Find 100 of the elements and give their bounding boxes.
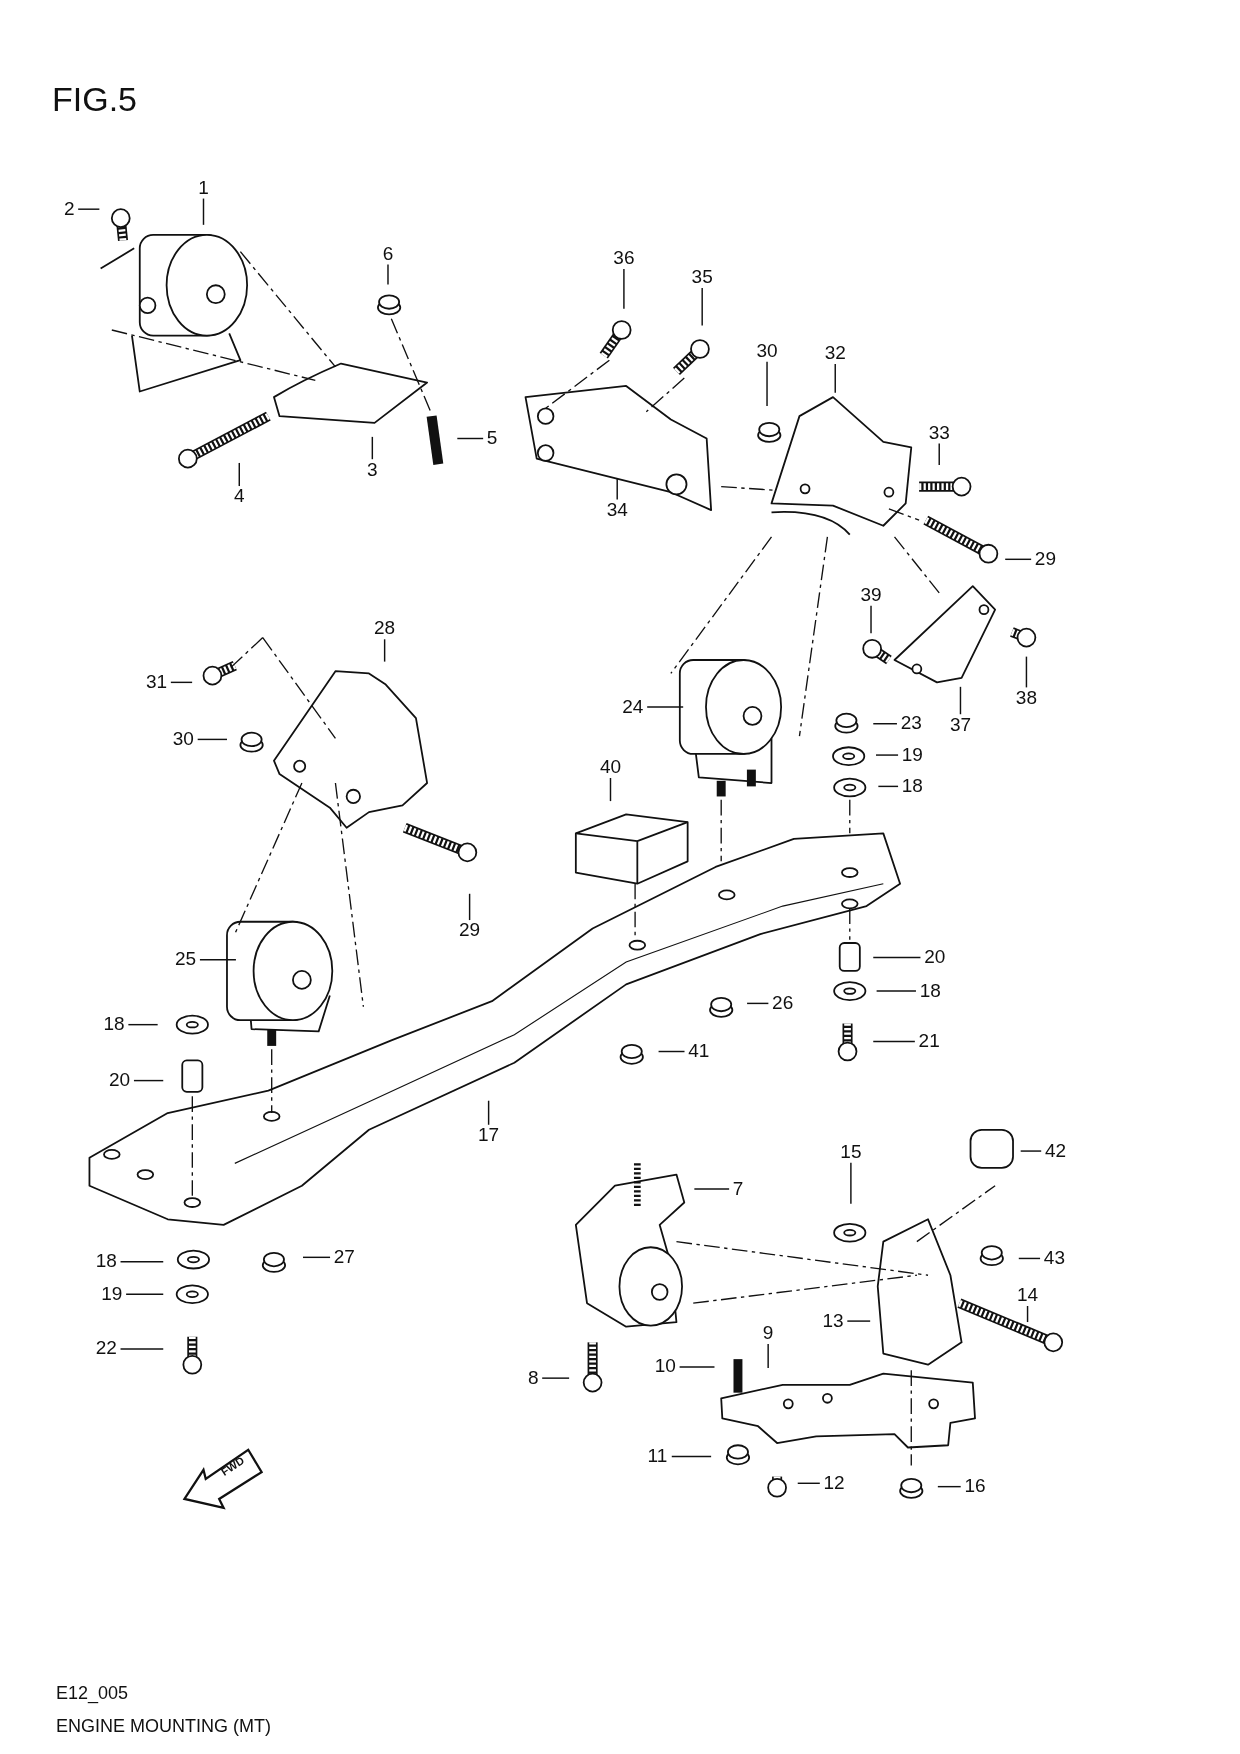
callout-number: 17 [477,1124,501,1145]
leader-line [872,1040,916,1043]
callout-number: 30 [171,729,195,750]
callout-number: 14 [1016,1284,1040,1305]
leader-line [196,738,228,741]
leader-line [678,1366,716,1368]
leader-line [133,1079,164,1082]
callout-number: 27 [332,1246,356,1267]
callout-number: 37 [948,714,973,735]
leader-line [199,959,237,961]
leader-line [77,208,101,210]
callout-number: 18 [900,776,924,797]
leader-line [870,605,872,634]
callout-number: 5 [485,428,499,449]
callout-number: 42 [1043,1140,1068,1161]
callout-number: 32 [823,343,847,364]
callout-number: 12 [822,1472,846,1493]
leader-line [238,462,240,487]
callout-number: 13 [821,1310,845,1331]
figure-caption: ENGINE MOUNTING (MT) [56,1716,271,1737]
callout-number: 22 [94,1338,118,1359]
leader-line [609,777,612,802]
leader-line [623,268,625,310]
leader-line [302,1256,331,1259]
callout-number: 20 [108,1070,132,1091]
leader-line [616,478,618,501]
callout-number: 8 [527,1367,540,1388]
leader-line [127,1023,159,1026]
callout-number: 18 [102,1014,126,1035]
leader-line [701,287,703,327]
leader-line [937,1485,962,1488]
callout-number: 21 [917,1030,941,1051]
callout-number: 9 [761,1322,775,1343]
callout-number: 28 [373,618,397,639]
leader-line [850,1162,852,1205]
leader-line [875,990,917,992]
figure-title: FIG.5 [52,80,138,119]
callout-number: 2 [63,199,76,220]
leader-line [872,956,922,959]
leader-line [541,1377,570,1379]
leader-line [1019,1150,1042,1152]
leader-line [938,442,940,466]
callout-number: 10 [653,1356,677,1377]
callout-number: 7 [731,1178,745,1199]
leader-line [834,363,836,394]
callout-number: 23 [899,713,923,734]
leader-line [797,1482,821,1484]
callout-number: 16 [963,1476,987,1496]
callout-number: 38 [1014,687,1038,708]
leader-line [119,1261,164,1263]
callout-number: 1 [197,177,210,198]
leader-line [383,638,386,663]
leader-line [1018,1257,1041,1260]
callout-number: 30 [755,341,779,362]
callout-number: 19 [100,1283,124,1304]
leader-line [657,1050,686,1053]
callout-number: 18 [94,1251,118,1272]
leader-line [1004,558,1032,561]
leader-line [693,1188,730,1190]
leader-line [487,1100,490,1126]
leader-line [371,436,374,460]
leader-line [1026,1305,1029,1323]
leader-line [671,1455,712,1458]
leader-line [119,1348,164,1350]
callout-number: 33 [927,422,951,443]
leader-line [875,754,899,756]
callout-number: 31 [144,672,169,693]
callout-number: 43 [1042,1247,1066,1268]
callout-number: 40 [598,757,623,778]
callout-number: 29 [1033,549,1057,570]
leader-line [846,1320,871,1322]
leader-line [468,893,471,921]
leader-line [872,723,898,725]
leader-line [202,197,205,226]
leader-line [877,785,899,788]
callout-number: 18 [918,980,942,1001]
callout-number: 4 [233,486,246,507]
leader-line [125,1293,164,1295]
leader-line [1025,655,1028,689]
leader-line [646,706,684,708]
callout-number: 26 [771,992,795,1013]
callout-number: 35 [690,267,714,288]
leader-line [746,1002,770,1005]
callout-number: 25 [174,949,198,970]
callout-number: 41 [687,1041,711,1062]
leader-line [387,263,389,286]
callout-number: 3 [366,459,379,480]
callout-number: 29 [458,920,482,941]
callout-number: 15 [839,1141,863,1162]
callout-number: 20 [923,947,947,968]
callout-number: 24 [621,696,645,717]
leader-line [959,686,962,715]
callout-number: 6 [381,243,395,264]
leader-line [766,361,768,407]
callout-number: 34 [605,499,629,520]
drawing-code: E12_005 [56,1683,129,1704]
leader-line [767,1343,769,1369]
callout-number: 11 [646,1445,669,1466]
leader-line [456,437,484,440]
callout-number: 36 [612,248,636,269]
